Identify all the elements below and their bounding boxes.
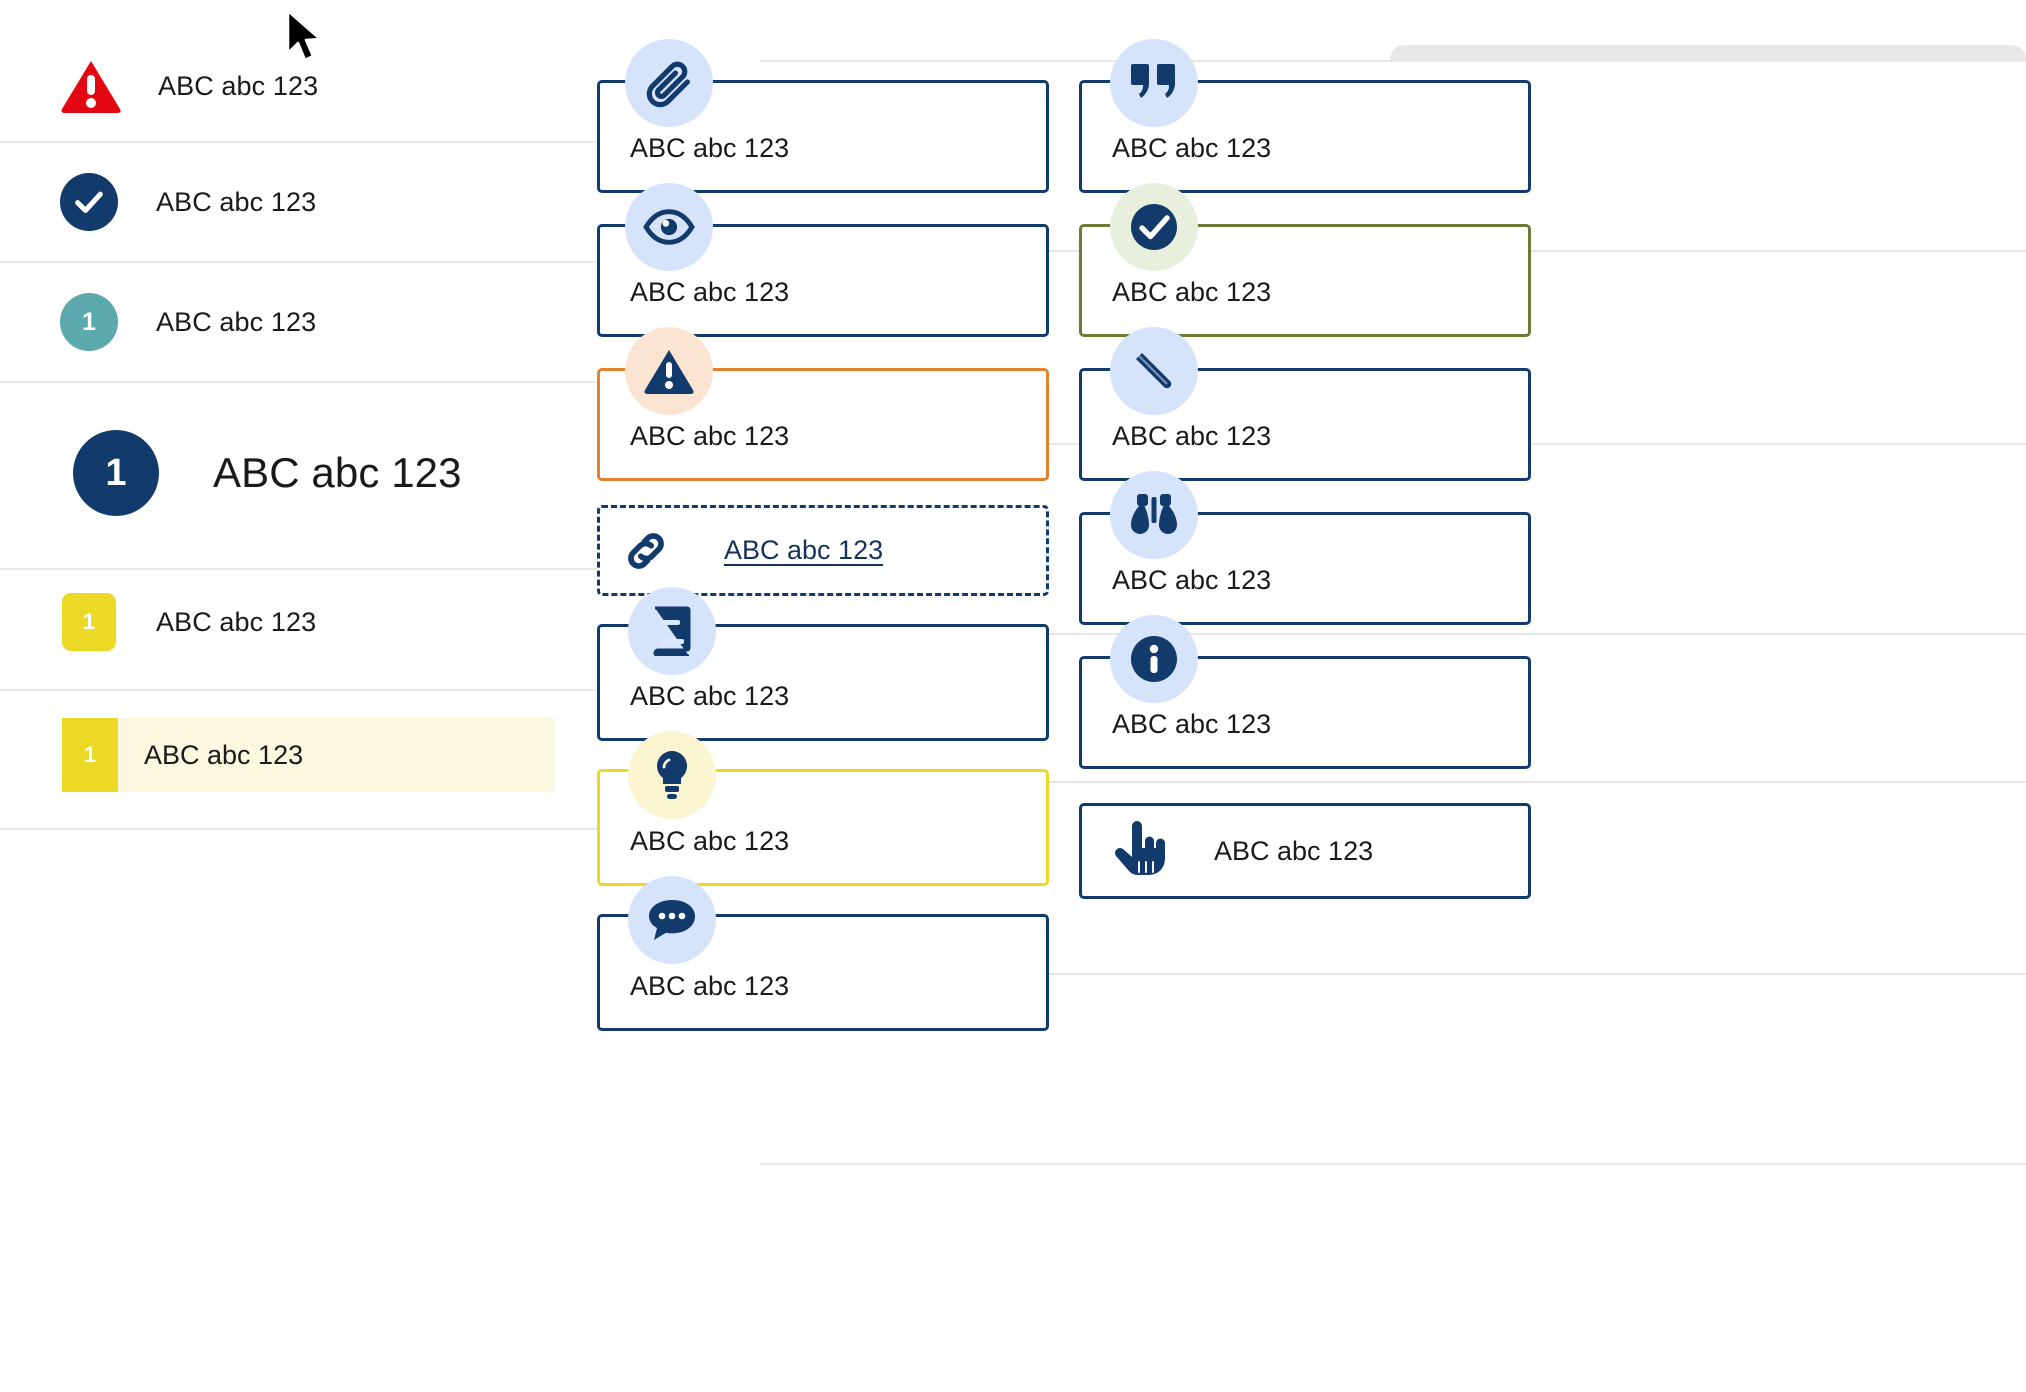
row-separator <box>0 828 760 830</box>
row-separator <box>0 568 760 570</box>
list-item-label: ABC abc 123 <box>156 306 317 337</box>
number-badge-square: 1 <box>62 593 116 651</box>
card-label: ABC abc 123 <box>630 826 790 856</box>
row-separator <box>0 261 760 263</box>
pencil-icon <box>1110 327 1198 415</box>
warning-icon <box>625 327 713 415</box>
row-separator <box>0 689 760 691</box>
row-separator <box>0 141 760 143</box>
column-separator <box>760 60 2026 62</box>
card-label: ABC abc 123 <box>630 421 790 451</box>
card-label: ABC abc 123 <box>630 681 790 711</box>
quote-icon <box>1110 39 1198 127</box>
chat-icon <box>628 876 716 964</box>
card-label: ABC abc 123 <box>1112 421 1272 451</box>
list-item-label: ABC abc 123 <box>144 739 304 770</box>
column-separator <box>760 633 2026 635</box>
eye-icon <box>625 183 713 271</box>
list-item[interactable]: ABC abc 123 <box>60 55 318 117</box>
list-item-label: ABC abc 123 <box>156 186 317 217</box>
number-badge-bar: 1 <box>62 718 118 792</box>
list-item-label: ABC abc 123 <box>158 70 319 101</box>
hand-pointer-icon <box>1112 820 1168 882</box>
card-success[interactable]: ABC abc 123 <box>1079 224 1531 337</box>
card-label: ABC abc 123 <box>630 133 790 163</box>
card-label: ABC abc 123 <box>630 277 790 307</box>
row-separator <box>0 381 760 383</box>
column-separator <box>760 1163 2026 1165</box>
info-icon <box>1110 615 1198 703</box>
list-item-label: ABC abc 123 <box>213 449 462 496</box>
book-icon <box>628 587 716 675</box>
link-icon <box>620 525 672 577</box>
list-item[interactable]: ABC abc 123 <box>60 173 316 231</box>
column-separator <box>760 973 2026 975</box>
card-info[interactable]: ABC abc 123 <box>1079 656 1531 769</box>
card-action[interactable]: ABC abc 123 <box>1079 803 1531 899</box>
card-link[interactable]: ABC abc 123 <box>597 505 1049 596</box>
card-label: ABC abc 123 <box>1112 565 1272 595</box>
number-badge: 1 <box>60 293 118 351</box>
card-label: ABC abc 123 <box>1112 277 1272 307</box>
mouse-pointer-icon <box>283 8 327 71</box>
left-column: ABC abc 123 ABC abc 123 1 ABC abc 123 1 … <box>0 0 760 1392</box>
list-item-featured[interactable]: 1 ABC abc 123 <box>73 430 462 516</box>
lightbulb-icon <box>628 731 716 819</box>
binoculars-icon <box>1110 471 1198 559</box>
card-label: ABC abc 123 <box>630 971 790 1001</box>
card-label: ABC abc 123 <box>1214 835 1374 866</box>
card-link-label[interactable]: ABC abc 123 <box>724 535 884 565</box>
triangle-alert-icon <box>60 55 122 117</box>
card-label: ABC abc 123 <box>1112 133 1272 163</box>
check-icon <box>1110 183 1198 271</box>
list-item-label: ABC abc 123 <box>156 606 317 637</box>
check-circle-icon <box>60 173 118 231</box>
card-label: ABC abc 123 <box>1112 709 1272 739</box>
column-separator <box>760 781 2026 783</box>
number-badge-large: 1 <box>73 430 159 516</box>
panel-top-edge <box>1390 45 2026 61</box>
paperclip-icon <box>625 39 713 127</box>
list-item[interactable]: 1 ABC abc 123 <box>60 293 316 351</box>
list-item[interactable]: 1 ABC abc 123 <box>62 593 316 651</box>
list-item-highlighted[interactable]: 1 ABC abc 123 <box>62 718 554 792</box>
